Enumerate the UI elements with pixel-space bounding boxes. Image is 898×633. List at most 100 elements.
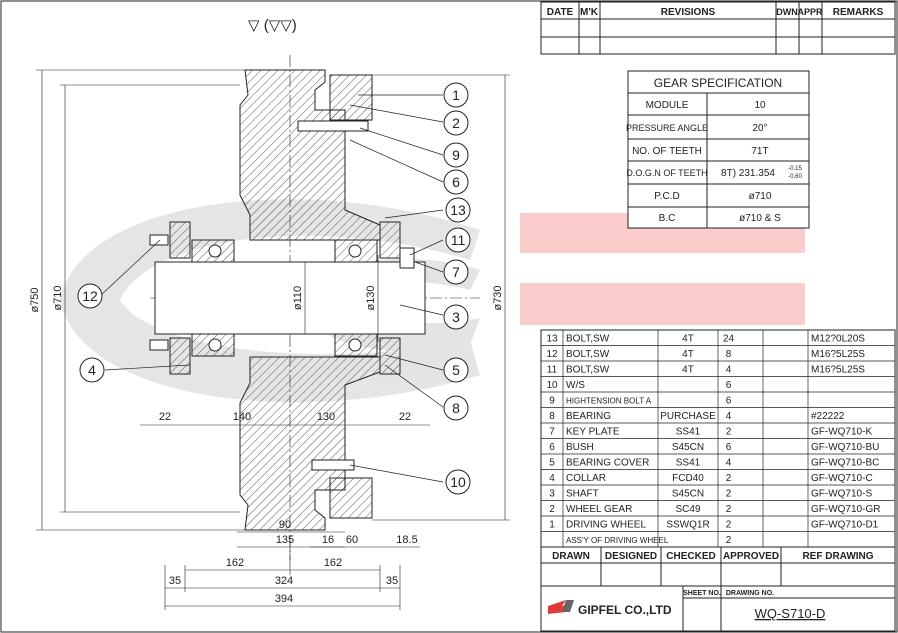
part-number: 7 xyxy=(549,427,555,438)
part-name: KEY PLATE xyxy=(566,427,620,438)
part-drawing-ref: GF-WQ710-C xyxy=(811,473,873,484)
part-drawing-ref: M12?0L20S xyxy=(811,334,865,345)
part-material: S45CN xyxy=(672,489,704,500)
part-quantity: 2 xyxy=(726,504,732,515)
svg-text:DRAWN: DRAWN xyxy=(552,551,590,562)
drawing-number: WQ-S710-D xyxy=(755,606,826,621)
part-material: FCD40 xyxy=(672,473,704,484)
svg-text:REF DRAWING: REF DRAWING xyxy=(802,551,873,562)
svg-text:DWN: DWN xyxy=(776,7,798,17)
part-quantity: 2 xyxy=(726,489,732,500)
svg-text:B.C: B.C xyxy=(659,213,676,224)
dim-130: ø130 xyxy=(365,285,377,310)
svg-text:DATE: DATE xyxy=(547,7,574,18)
wheel-section-view xyxy=(149,55,480,560)
svg-text:12: 12 xyxy=(82,288,98,304)
svg-text:9: 9 xyxy=(452,147,460,163)
part-quantity: 6 xyxy=(726,442,732,453)
part-quantity: 6 xyxy=(726,380,732,391)
part-name: HIGHTENSION BOLT A xyxy=(566,397,652,406)
part-drawing-ref: M16?5L25S xyxy=(811,365,865,376)
part-drawing-ref: #22222 xyxy=(811,411,845,422)
part-quantity: 2 xyxy=(726,427,732,438)
part-quantity: 2 xyxy=(726,535,732,546)
svg-text:10: 10 xyxy=(450,474,466,490)
dim-710: ø710 xyxy=(52,285,64,310)
svg-text:NO. OF TEETH: NO. OF TEETH xyxy=(632,146,702,157)
part-number: 2 xyxy=(549,504,555,515)
gear-spec-title: GEAR SPECIFICATION xyxy=(654,76,782,90)
svg-text:-0.15: -0.15 xyxy=(788,166,802,172)
dim-22-right: 22 xyxy=(399,411,411,423)
part-number: 9 xyxy=(549,396,555,407)
svg-text:11: 11 xyxy=(451,232,466,248)
part-material: SC49 xyxy=(675,504,700,515)
svg-text:ø710 & S: ø710 & S xyxy=(739,213,781,224)
svg-text:D.O.G.N OF TEETH: D.O.G.N OF TEETH xyxy=(626,168,707,178)
part-name: BEARING COVER xyxy=(566,458,649,469)
svg-text:DRAWING NO.: DRAWING NO. xyxy=(726,590,774,597)
part-name: WHEEL GEAR xyxy=(566,504,632,515)
dim-750: ø750 xyxy=(29,287,41,312)
svg-text:7: 7 xyxy=(452,264,460,280)
part-quantity: 4 xyxy=(726,365,732,376)
part-quantity: 24 xyxy=(723,334,735,345)
part-name: BOLT,SW xyxy=(566,365,610,376)
balloon-1: 1 xyxy=(443,82,469,108)
svg-text:APPR: APPR xyxy=(797,7,823,17)
svg-text:13: 13 xyxy=(450,202,466,218)
part-drawing-ref: GF-WQ710-K xyxy=(811,427,872,438)
part-material: SS41 xyxy=(676,458,701,469)
part-number: 6 xyxy=(549,442,555,453)
balloon-7: 7 xyxy=(443,259,469,285)
svg-text:2: 2 xyxy=(452,115,460,131)
dim-60: 60 xyxy=(346,534,358,546)
part-name: SHAFT xyxy=(566,489,599,500)
part-name: BEARING xyxy=(566,411,611,422)
part-number: 1 xyxy=(549,520,555,531)
part-drawing-ref: GF-WQ710-BC xyxy=(811,458,879,469)
svg-text:REMARKS: REMARKS xyxy=(833,7,884,18)
balloon-4: 4 xyxy=(79,357,105,383)
balloon-2: 2 xyxy=(443,110,469,136)
part-number: 8 xyxy=(549,411,555,422)
part-drawing-ref: GF-WQ710-S xyxy=(811,489,872,500)
svg-text:10: 10 xyxy=(754,100,766,111)
part-number: 4 xyxy=(549,473,555,484)
svg-text:M'K: M'K xyxy=(580,7,599,18)
part-drawing-ref: GF-WQ710-D1 xyxy=(811,520,879,531)
part-name: COLLAR xyxy=(566,473,606,484)
part-number: 10 xyxy=(546,380,558,391)
dim-18-5: 18.5 xyxy=(396,534,417,546)
dim-35-right: 35 xyxy=(386,575,398,587)
balloon-5: 5 xyxy=(443,357,469,383)
svg-text:20°: 20° xyxy=(752,123,767,134)
svg-text:8: 8 xyxy=(452,400,460,416)
part-quantity: 2 xyxy=(726,473,732,484)
part-number: 11 xyxy=(547,365,558,376)
part-name: BOLT,SW xyxy=(566,334,610,345)
part-material: SS41 xyxy=(676,427,701,438)
horizontal-dimension-lines xyxy=(140,424,430,610)
revision-block: DATE M'K REVISIONS DWN APPR REMARKS xyxy=(540,1,896,55)
svg-text:71T: 71T xyxy=(751,146,768,157)
dim-162-right: 162 xyxy=(324,557,342,569)
dim-22-left: 22 xyxy=(159,411,171,423)
svg-text:1: 1 xyxy=(452,87,460,103)
vertical-dimension-lines xyxy=(36,69,510,531)
balloon-12: 12 xyxy=(77,283,103,309)
part-quantity: 4 xyxy=(726,458,732,469)
part-number: 3 xyxy=(549,489,555,500)
balloon-10: 10 xyxy=(445,469,471,495)
balloon-8: 8 xyxy=(443,395,469,421)
balloon-13: 13 xyxy=(445,197,471,223)
dim-135: 135 xyxy=(276,534,294,546)
